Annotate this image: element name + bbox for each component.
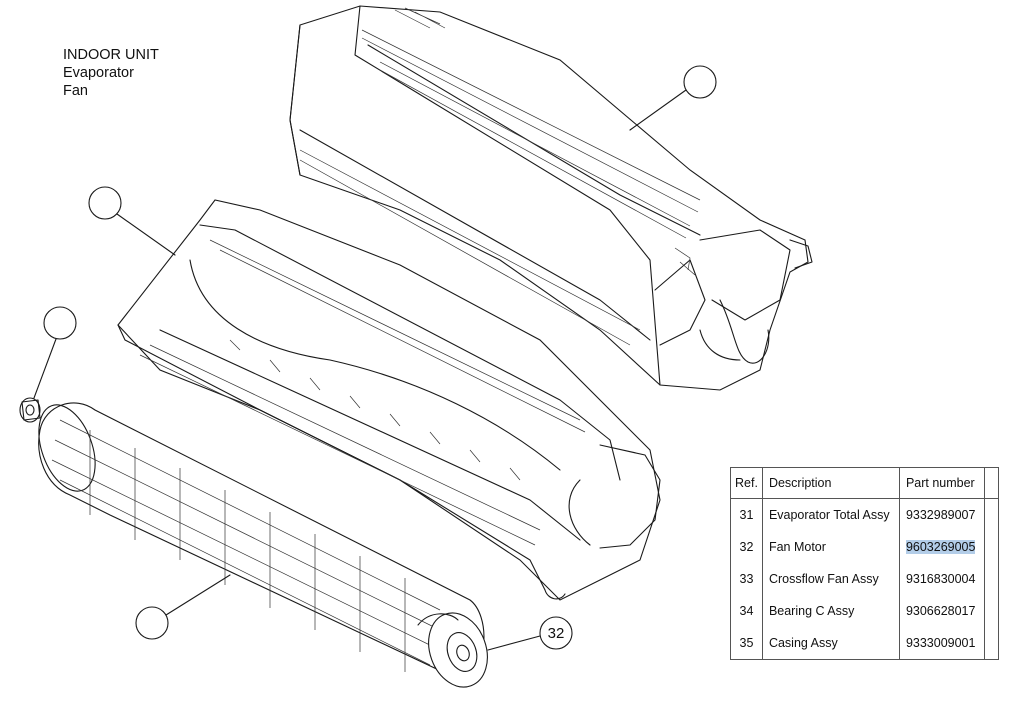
callout-fan: [135, 574, 231, 640]
selected-text[interactable]: 9603269005: [905, 540, 976, 554]
heading-unit: INDOOR UNIT: [63, 47, 159, 63]
row-part-number[interactable]: 9333009001: [898, 627, 985, 660]
header-part-number: Part number: [898, 467, 985, 499]
header-extra: [983, 467, 999, 499]
row-part-number[interactable]: 9316830004: [898, 563, 985, 595]
row-ref: 34: [730, 595, 763, 627]
table-row: 34 Bearing C Assy 9306628017: [730, 595, 999, 627]
heading-fan: Fan: [63, 83, 88, 99]
row-ref: 32: [730, 531, 763, 563]
table-row: 32 Fan Motor 9603269005: [730, 531, 999, 563]
table-row: 33 Crossflow Fan Assy 9316830004: [730, 563, 999, 595]
row-part-number-selected[interactable]: 9603269005: [898, 531, 985, 563]
diagram-heading: INDOOR UNIT Evaporator Fan: [63, 46, 159, 100]
table-row: 31 Evaporator Total Assy 9332989007: [730, 498, 999, 531]
row-part-number[interactable]: 9306628017: [898, 595, 985, 627]
row-description: Fan Motor: [761, 531, 900, 563]
row-part-number[interactable]: 9332989007: [898, 498, 985, 531]
crossflow-fan: [38, 402, 488, 688]
callout-fan-motor: 32: [487, 616, 573, 651]
evaporator-assembly: [289, 5, 813, 391]
row-ref: 33: [730, 563, 763, 595]
row-description: Bearing C Assy: [761, 595, 900, 627]
callout-bearing: [33, 306, 77, 399]
row-description: Crossflow Fan Assy: [761, 563, 900, 595]
callout-evaporator: [629, 65, 717, 131]
row-ref: 31: [730, 498, 763, 531]
callout-fan-motor-label: 32: [548, 625, 565, 642]
parts-table: Ref. Description Part number 31 Evaporat…: [730, 467, 999, 660]
row-description: Casing Assy: [761, 627, 900, 660]
bearing-part: [19, 397, 41, 423]
header-ref: Ref.: [730, 467, 763, 499]
casing-assembly: [117, 199, 661, 601]
table-row: 35 Casing Assy 9333009001: [730, 627, 999, 660]
row-ref: 35: [730, 627, 763, 660]
callout-casing: [88, 186, 176, 256]
row-description: Evaporator Total Assy: [761, 498, 900, 531]
header-description: Description: [761, 467, 900, 499]
heading-evaporator: Evaporator: [63, 65, 134, 81]
parts-table-header: Ref. Description Part number: [730, 467, 999, 499]
